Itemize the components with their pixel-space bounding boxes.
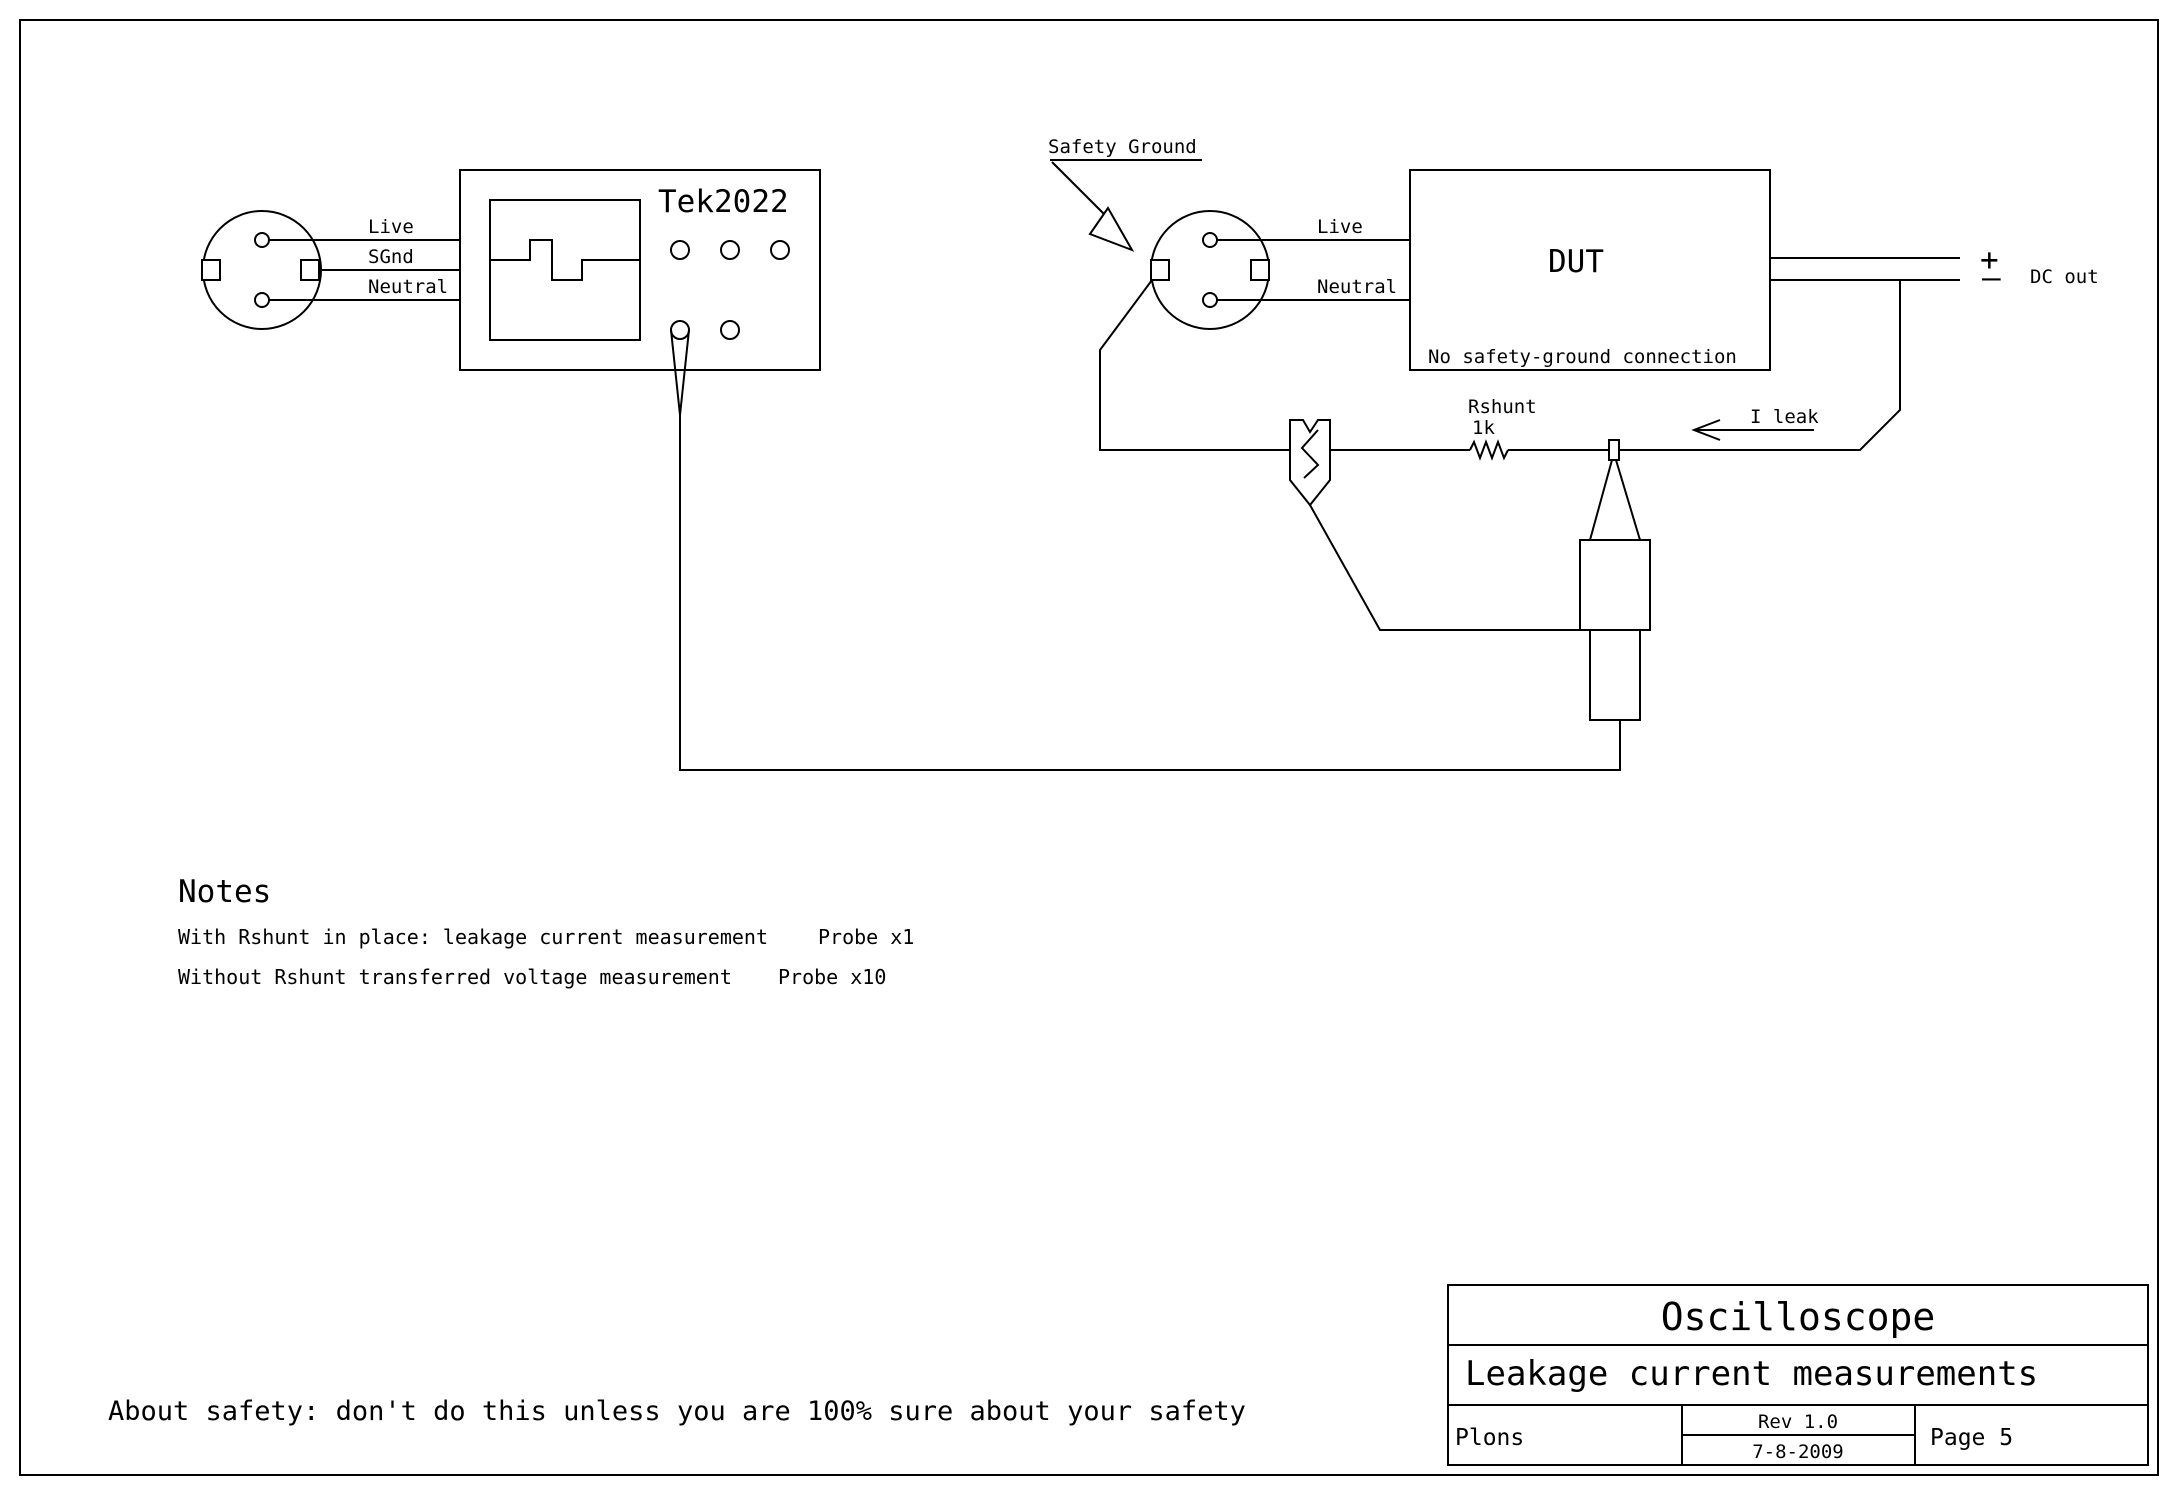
dut-box: DUT No safety-ground connection bbox=[1409, 169, 1771, 371]
dut-note: No safety-ground connection bbox=[1428, 346, 1737, 368]
scope-knob bbox=[720, 320, 740, 340]
ground-clip bbox=[1289, 419, 1331, 507]
notes-heading: Notes bbox=[178, 874, 271, 910]
scope-mains-plug: Live SGnd Neutral bbox=[201, 210, 460, 330]
shunt-value-label: 1k bbox=[1472, 417, 1495, 439]
scope-probe bbox=[1579, 439, 1651, 721]
dut-mains-plug: Live Neutral bbox=[1150, 210, 1410, 330]
dc-output: + – DC out bbox=[1770, 242, 2099, 296]
title-block-subtitle: Leakage current measurements bbox=[1465, 1354, 2038, 1394]
leak-current-arrow: I leak bbox=[1691, 406, 1819, 441]
title-block: Oscilloscope Leakage current measurement… bbox=[1447, 1284, 2149, 1466]
plug-sgnd-label: SGnd bbox=[368, 246, 414, 268]
note-probe-1: Probe x1 bbox=[818, 925, 914, 949]
probe-cable bbox=[679, 415, 1621, 771]
dc-minus-sign: – bbox=[1982, 260, 2001, 296]
ground-lead bbox=[1309, 504, 1580, 631]
shunt-resistor: Rshunt 1k bbox=[1330, 396, 1620, 461]
dc-out-label: DC out bbox=[2030, 266, 2099, 288]
probe-input-connector bbox=[670, 320, 690, 340]
scope-model-label: Tek2022 bbox=[658, 184, 789, 220]
drawing-frame bbox=[19, 19, 2159, 1476]
note-line-2: Without Rshunt transferred voltage measu… bbox=[178, 965, 732, 989]
probe-cable-tip bbox=[670, 329, 690, 416]
scope-knob bbox=[720, 240, 740, 260]
title-block-revision: Rev 1.0 bbox=[1758, 1411, 1838, 1433]
scope-knob bbox=[670, 240, 690, 260]
safety-ground-label: Safety Ground bbox=[1048, 136, 1197, 158]
plug-neutral-label: Neutral bbox=[368, 276, 448, 298]
notes-section: Notes With Rshunt in place: leakage curr… bbox=[178, 874, 914, 989]
scope-knob bbox=[770, 240, 790, 260]
shunt-name-label: Rshunt bbox=[1468, 396, 1537, 418]
title-block-page: Page 5 bbox=[1930, 1425, 2013, 1451]
dut-plug-live-label: Live bbox=[1317, 216, 1363, 238]
title-block-title: Oscilloscope bbox=[1661, 1295, 1936, 1339]
leak-current-label: I leak bbox=[1750, 406, 1819, 428]
oscilloscope: Tek2022 bbox=[459, 169, 821, 371]
scope-screen bbox=[489, 199, 641, 341]
dc-plus-sign: + bbox=[1980, 242, 1999, 278]
return-wire bbox=[1620, 280, 1901, 451]
dut-label: DUT bbox=[1548, 244, 1604, 280]
title-block-date: 7-8-2009 bbox=[1752, 1441, 1844, 1463]
note-probe-2: Probe x10 bbox=[778, 965, 886, 989]
safety-warning: About safety: don't do this unless you a… bbox=[108, 1396, 1246, 1427]
title-block-author: Plons bbox=[1455, 1425, 1524, 1451]
ground-wire bbox=[1099, 279, 1290, 451]
plug-live-label: Live bbox=[368, 216, 414, 238]
square-wave-trace bbox=[490, 239, 640, 281]
dut-plug-neutral-label: Neutral bbox=[1317, 276, 1397, 298]
note-line-1: With Rshunt in place: leakage current me… bbox=[178, 925, 768, 949]
safety-ground-callout: Safety Ground bbox=[1048, 136, 1202, 252]
